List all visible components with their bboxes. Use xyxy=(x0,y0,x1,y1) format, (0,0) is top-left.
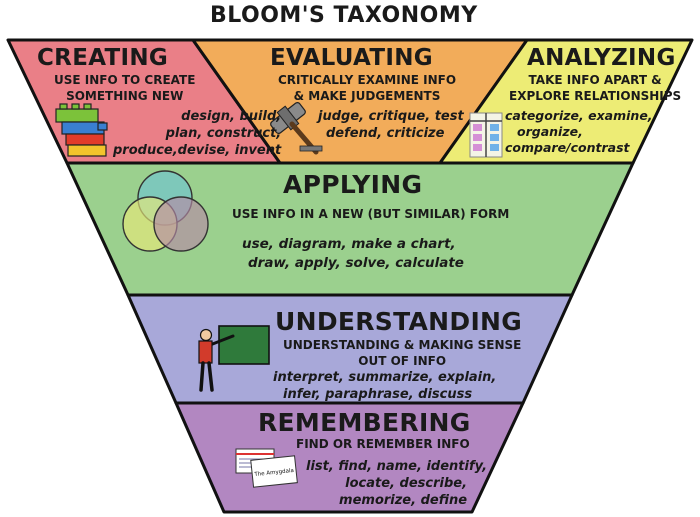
analyzing-description-line: TAKE INFO APART & xyxy=(528,73,662,87)
chart-table-icon xyxy=(469,112,503,158)
evaluating-description: CRITICALLY EXAMINE INFO & MAKE JUDGEMENT… xyxy=(278,72,456,104)
remembering-verbs-line: memorize, define xyxy=(339,493,468,508)
evaluating-verbs-line: defend, criticize xyxy=(326,126,445,141)
page-title: BLOOM'S TAXONOMY xyxy=(210,3,478,28)
creating-verbs-line: design, build, xyxy=(181,109,282,124)
flashcards-icon: The Amygdala xyxy=(235,448,298,488)
creating-description-line: USE INFO TO CREATE xyxy=(54,73,196,87)
teacher-blackboard-icon xyxy=(198,325,270,392)
analyzing-verbs-line: organize, xyxy=(517,124,583,139)
applying-verbs-line: draw, apply, solve, calculate xyxy=(248,255,464,271)
applying-verbs: use, diagram, make a chart, draw, apply,… xyxy=(242,235,464,273)
applying-heading: APPLYING xyxy=(283,170,423,199)
evaluating-heading: EVALUATING xyxy=(270,45,433,71)
applying-description: USE INFO IN A NEW (BUT SIMILAR) FORM xyxy=(232,207,510,221)
understanding-heading: UNDERSTANDING xyxy=(275,307,523,336)
evaluating-verbs: judge, critique, test defend, criticize xyxy=(318,108,464,142)
venn-diagram-icon xyxy=(122,170,209,252)
understanding-description-line: OUT OF INFO xyxy=(358,354,447,368)
creating-verbs-line: plan, construct, xyxy=(165,126,282,141)
applying-verbs-line: use, diagram, make a chart, xyxy=(242,236,456,252)
remembering-description: FIND OR REMEMBER INFO xyxy=(296,437,470,451)
analyzing-verbs-line: categorize, examine, xyxy=(505,108,653,123)
understanding-verbs-line: interpret, summarize, explain, xyxy=(273,370,497,385)
evaluating-description-line: CRITICALLY EXAMINE INFO xyxy=(278,73,457,87)
remembering-verbs-line: list, find, name, identify, xyxy=(306,459,488,474)
analyzing-verbs: categorize, examine, organize, compare/c… xyxy=(505,108,653,156)
analyzing-heading: ANALYZING xyxy=(527,45,676,71)
analyzing-description: TAKE INFO APART & EXPLORE RELATIONSHIPS xyxy=(509,72,681,104)
creating-heading: CREATING xyxy=(37,45,169,71)
understanding-verbs: interpret, summarize, explain, infer, pa… xyxy=(273,369,496,403)
understanding-description-line: UNDERSTANDING & MAKING SENSE xyxy=(283,338,522,352)
evaluating-description-line: & MAKE JUDGEMENTS xyxy=(293,89,441,103)
creating-verbs-line: produce,devise, invent xyxy=(113,143,282,158)
creating-verbs: design, build, plan, construct, produce,… xyxy=(113,108,281,159)
understanding-verbs-line: infer, paraphrase, discuss xyxy=(283,387,473,402)
creating-description-line: SOMETHING NEW xyxy=(66,89,184,103)
analyzing-description-line: EXPLORE RELATIONSHIPS xyxy=(509,89,682,103)
analyzing-verbs-line: compare/contrast xyxy=(505,140,630,155)
understanding-description: UNDERSTANDING & MAKING SENSE OUT OF INFO xyxy=(283,337,521,369)
remembering-heading: REMEMBERING xyxy=(258,408,471,437)
creating-description: USE INFO TO CREATE SOMETHING NEW xyxy=(54,72,195,104)
lego-bricks-icon xyxy=(55,103,108,157)
gavel-icon xyxy=(270,102,323,155)
remembering-verbs-line: locate, describe, xyxy=(345,476,468,491)
flashcard-text: The Amygdala xyxy=(253,468,294,478)
remembering-verbs: list, find, name, identify, locate, desc… xyxy=(306,458,487,509)
evaluating-verbs-line: judge, critique, test xyxy=(318,109,464,124)
